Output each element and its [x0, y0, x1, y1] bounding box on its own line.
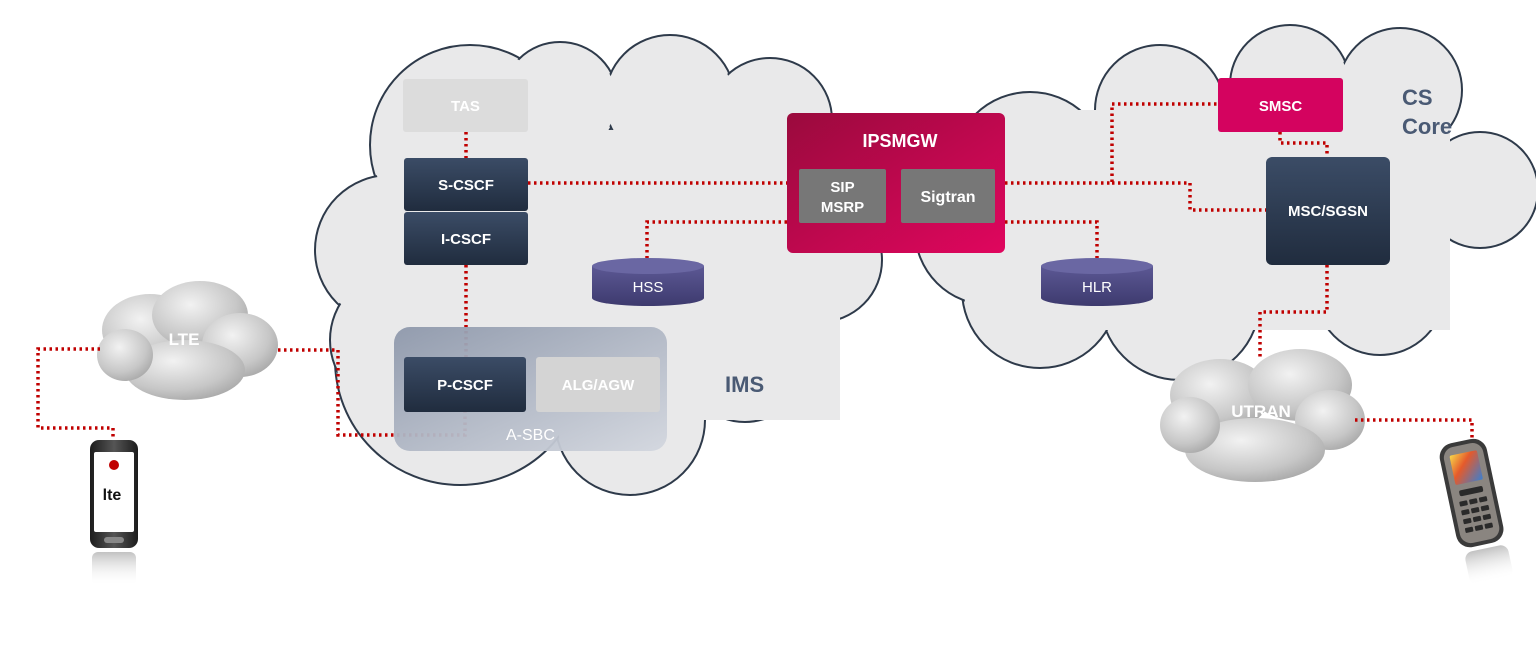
lte-label: LTE	[169, 330, 200, 349]
msrp-label: MSRP	[821, 199, 864, 216]
hlr-database: HLR	[1041, 258, 1153, 306]
p-cscf-label: P-CSCF	[437, 377, 493, 394]
ims-label: IMS	[725, 372, 764, 397]
ipsmgw-node: IPSMGW SIP MSRP Sigtran	[787, 113, 1005, 253]
tas-node: TAS	[403, 79, 528, 132]
ipsmgw-label: IPSMGW	[863, 131, 938, 151]
hss-database: HSS	[592, 258, 704, 306]
cs-label: CS	[1402, 85, 1433, 110]
link-lte-sbc	[278, 348, 467, 437]
link-ipsmgw-hss	[645, 220, 787, 258]
link-ipsmgw-msc	[1112, 181, 1266, 212]
sigtran-box: Sigtran	[901, 169, 995, 223]
feature-phone-icon	[1439, 438, 1513, 585]
link-msc-utran	[1258, 265, 1329, 358]
alg-agw-label: ALG/AGW	[562, 377, 635, 394]
i-cscf-node: I-CSCF	[404, 212, 528, 265]
smsc-label: SMSC	[1259, 98, 1303, 115]
lte-smartphone-icon: lte	[90, 440, 138, 586]
sip-msrp-box: SIP MSRP	[799, 169, 886, 223]
utran-cloud	[1160, 349, 1365, 482]
link-utran-phone	[1355, 418, 1474, 442]
hlr-label: HLR	[1082, 279, 1112, 296]
links	[36, 102, 1474, 442]
s-cscf-label: S-CSCF	[438, 177, 494, 194]
hss-label: HSS	[633, 279, 664, 296]
p-cscf-node: P-CSCF	[404, 357, 526, 412]
smartphone-logo-text: lte	[103, 487, 122, 504]
tas-label: TAS	[451, 98, 480, 115]
lte-cloud	[97, 281, 278, 400]
a-sbc-label: A-SBC	[506, 427, 555, 444]
core-label: Core	[1402, 114, 1452, 139]
sigtran-label: Sigtran	[920, 189, 975, 206]
utran-label: UTRAN	[1231, 402, 1291, 421]
alg-agw-node: ALG/AGW	[536, 357, 660, 412]
msc-sgsn-label: MSC/SGSN	[1288, 203, 1368, 220]
sip-label: SIP	[830, 179, 854, 196]
link-ipsmgw-hlr	[1005, 220, 1099, 258]
s-cscf-node: S-CSCF	[404, 158, 528, 211]
smsc-node: SMSC	[1218, 78, 1343, 132]
msc-sgsn-node: MSC/SGSN	[1266, 157, 1390, 265]
i-cscf-label: I-CSCF	[441, 231, 491, 248]
link-ipsmgw-smsc	[1005, 102, 1218, 185]
